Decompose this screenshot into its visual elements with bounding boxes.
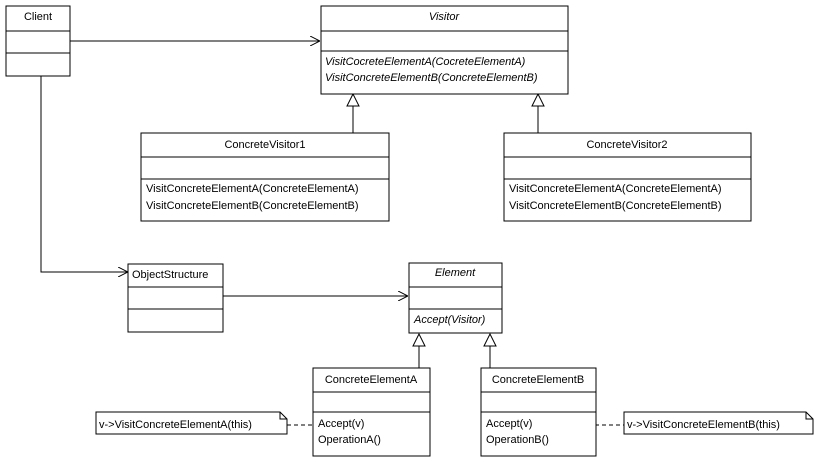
class-element[interactable]: Element Accept(Visitor) bbox=[408, 262, 503, 334]
note-a[interactable]: v->VisitConcreteElementA(this) bbox=[95, 411, 288, 435]
concrete-visitor1-operation-2: VisitConcreteElementB(ConcreteElementB) bbox=[146, 200, 359, 212]
concrete-visitor2-operation-1: VisitConcreteElementA(ConcreteElementA) bbox=[509, 183, 722, 195]
concrete-element-a-operation-2: OperationA() bbox=[318, 434, 381, 446]
concrete-visitor2-operation-2: VisitConcreteElementB(ConcreteElementB) bbox=[509, 200, 722, 212]
class-object-structure[interactable]: ObjectStructure bbox=[127, 263, 224, 333]
class-concrete-element-b[interactable]: ConcreteElementB Accept(v) OperationB() bbox=[480, 367, 597, 457]
class-visitor[interactable]: Visitor VisitCocreteElementA(CocreteElem… bbox=[320, 5, 569, 95]
note-a-text: v->VisitConcreteElementA(this) bbox=[99, 419, 252, 431]
class-concrete-visitor2[interactable]: ConcreteVisitor2 VisitConcreteElementA(C… bbox=[503, 132, 752, 222]
concrete-element-b-operation-1: Accept(v) bbox=[486, 418, 532, 430]
note-b[interactable]: v->VisitConcreteElementB(this) bbox=[623, 411, 814, 435]
elementb-generalization bbox=[483, 332, 497, 368]
client-name: Client bbox=[24, 11, 52, 23]
visitor-operation-1: VisitCocreteElementA(CocreteElementA) bbox=[325, 56, 526, 68]
concrete-visitor1-operation-1: VisitConcreteElementA(ConcreteElementA) bbox=[146, 183, 359, 195]
concrete-element-b-operation-2: OperationB() bbox=[486, 434, 549, 446]
visitor2-generalization bbox=[531, 92, 545, 133]
client-objectstructure-association bbox=[40, 76, 128, 272]
element-name: Element bbox=[435, 267, 476, 279]
visitor-operation-2: VisitConcreteElementB(ConcreteElementB) bbox=[325, 72, 538, 84]
concrete-element-a-name: ConcreteElementA bbox=[325, 374, 418, 386]
visitor-name: Visitor bbox=[429, 11, 461, 23]
concrete-element-b-name: ConcreteElementB bbox=[492, 374, 584, 386]
concrete-visitor2-name: ConcreteVisitor2 bbox=[586, 139, 667, 151]
concrete-element-a-operation-1: Accept(v) bbox=[318, 418, 364, 430]
elementa-generalization bbox=[412, 332, 426, 368]
concrete-visitor1-name: ConcreteVisitor1 bbox=[224, 139, 305, 151]
element-operation-1: Accept(Visitor) bbox=[413, 314, 486, 326]
object-structure-name: ObjectStructure bbox=[132, 269, 208, 281]
class-concrete-element-a[interactable]: ConcreteElementA Accept(v) OperationA() bbox=[312, 367, 431, 457]
note-b-text: v->VisitConcreteElementB(this) bbox=[627, 419, 780, 431]
class-concrete-visitor1[interactable]: ConcreteVisitor1 VisitConcreteElementA(C… bbox=[140, 132, 390, 222]
class-client[interactable]: Client bbox=[5, 5, 71, 77]
visitor1-generalization bbox=[346, 92, 360, 133]
